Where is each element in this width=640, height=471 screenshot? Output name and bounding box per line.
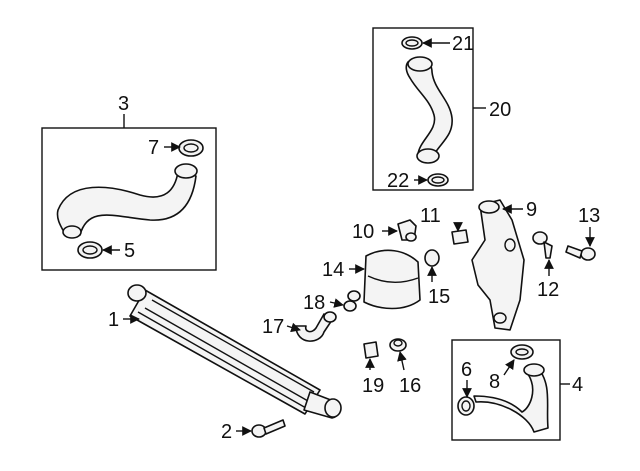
intake-hose-3[interactable] bbox=[56, 163, 198, 239]
grommet-16[interactable] bbox=[389, 338, 407, 352]
callout-3[interactable]: 3 bbox=[118, 93, 129, 115]
screw-13[interactable] bbox=[565, 245, 596, 261]
sensor-10[interactable] bbox=[397, 219, 417, 242]
callout-labels: 1 2 3 4 5 6 7 8 9 10 11 12 13 14 15 16 1… bbox=[108, 33, 600, 443]
callout-9[interactable]: 9 bbox=[526, 199, 537, 221]
callout-2[interactable]: 2 bbox=[221, 421, 232, 443]
bracket-9[interactable] bbox=[471, 199, 525, 331]
hose-20[interactable] bbox=[405, 56, 453, 164]
bolt-2[interactable] bbox=[251, 419, 286, 438]
group-box-4 bbox=[451, 339, 561, 441]
callout-6[interactable]: 6 bbox=[461, 359, 472, 381]
callout-10[interactable]: 10 bbox=[352, 221, 374, 243]
bushing-15[interactable] bbox=[424, 249, 440, 267]
callout-7[interactable]: 7 bbox=[148, 137, 159, 159]
resonator-14[interactable] bbox=[347, 249, 421, 310]
callout-16[interactable]: 16 bbox=[399, 375, 421, 397]
sensor-12[interactable] bbox=[532, 231, 553, 259]
bushing-11[interactable] bbox=[451, 229, 469, 245]
group-box-3 bbox=[41, 127, 217, 271]
callout-19[interactable]: 19 bbox=[362, 375, 384, 397]
hose-4[interactable] bbox=[473, 363, 549, 433]
hose-clamp-8[interactable] bbox=[510, 344, 534, 360]
callout-13[interactable]: 13 bbox=[578, 205, 600, 227]
callout-15[interactable]: 15 bbox=[428, 286, 450, 308]
hose-clamp-7[interactable] bbox=[178, 139, 204, 157]
callout-22[interactable]: 22 bbox=[387, 170, 409, 192]
elbow-hose-17[interactable] bbox=[295, 311, 337, 342]
callout-12[interactable]: 12 bbox=[537, 279, 559, 301]
callout-4[interactable]: 4 bbox=[572, 374, 583, 396]
callout-17[interactable]: 17 bbox=[262, 316, 284, 338]
callout-21[interactable]: 21 bbox=[452, 33, 474, 55]
callout-5[interactable]: 5 bbox=[124, 240, 135, 262]
hose-clamp-6[interactable] bbox=[457, 396, 475, 416]
intercooler-1[interactable] bbox=[127, 284, 342, 419]
callout-11[interactable]: 11 bbox=[420, 205, 441, 227]
clamp-18[interactable] bbox=[343, 300, 357, 312]
callout-1[interactable]: 1 bbox=[108, 309, 119, 331]
plug-19[interactable] bbox=[363, 341, 379, 359]
leader-lines bbox=[102, 38, 595, 436]
callout-8[interactable]: 8 bbox=[489, 371, 500, 393]
callout-18[interactable]: 18 bbox=[303, 292, 325, 314]
callout-14[interactable]: 14 bbox=[322, 259, 344, 281]
hose-clamp-21[interactable] bbox=[401, 36, 423, 50]
group-box-20 bbox=[372, 27, 474, 191]
hose-clamp-5[interactable] bbox=[77, 241, 103, 259]
callout-20[interactable]: 20 bbox=[489, 99, 511, 121]
hose-clamp-22[interactable] bbox=[427, 173, 449, 187]
